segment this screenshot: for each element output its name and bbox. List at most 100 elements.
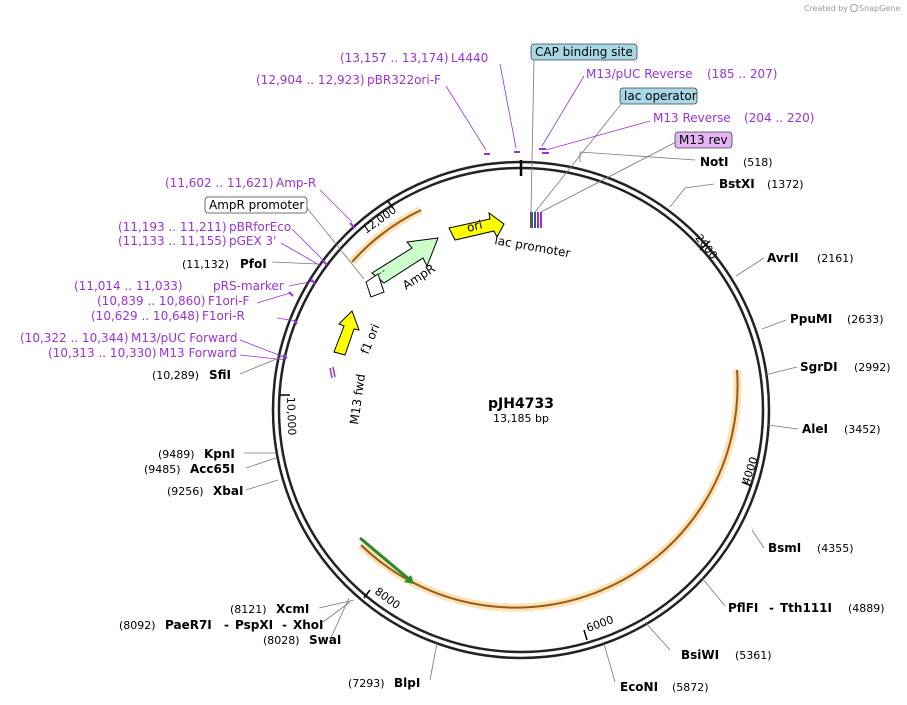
feature-label-m13fwd: M13 fwd [347,373,368,425]
boxed-label-lac-operator-text: lac operator [624,89,697,103]
primer-m13-forward-name: M13 Forward [159,346,237,360]
m13-rev-bar [537,212,539,228]
enzyme-pfoi-name: PfoI [240,257,267,271]
primer-pbr322ori-f-name: pBR322ori-F [367,73,441,87]
enzyme-bstxi-name: BstXI [719,177,755,191]
primer-l4440-name: L4440 [451,51,488,65]
feature-label-f1ori: f1 ori [358,322,383,356]
enzyme-leaders-right [579,151,799,683]
boxed-label-lac-operator: lac operator [534,87,698,213]
enzyme-leaders-left [239,261,438,681]
primer-m13-reverse: M13 Reverse (204 .. 220) [542,111,814,154]
enzyme-bsiwi-name: BsiWI [681,648,719,662]
enzyme-ppumi-name: PpuMI [790,312,832,326]
enzyme-tth111i-pos: (4889) [848,602,885,615]
primer-amp-r-range: (11,602 .. 11,621) [165,176,274,190]
enzyme-avrii-pos: (2161) [817,252,854,265]
primer-pbrforeco: (11,193 .. 11,211) pBRforEco [118,220,326,263]
feature-arc-green [359,536,411,582]
primer-m13-forward-range: (10,313 .. 10,330) [48,346,157,360]
plasmid-length: 13,185 bp [493,412,549,425]
enzyme-paer7i-pos: (8092) [119,619,156,632]
primer-m13puc-forward: (10,322 .. 10,344) M13/pUC Forward [20,331,285,358]
enzyme-kpni-name: KpnI [204,447,235,461]
primer-m13-reverse-range: (204 .. 220) [744,111,814,125]
primer-m13puc-forward-name: M13/pUC Forward [131,331,238,345]
enzyme-noti-pos: (518) [743,156,773,169]
tick-label-8000: 8000 [372,585,402,612]
enzyme-pspxi-name: PspXI [235,618,273,632]
primer-m13-reverse-name: M13 Reverse [653,111,731,125]
enzyme-blpi-pos: (7293) [348,677,385,690]
snapgene-logo-icon [850,4,858,12]
boxed-label-m13-rev: M13 rev [540,131,733,213]
primer-amp-r-name: Amp-R [276,176,316,190]
enzyme-alei-pos: (3452) [844,423,881,436]
primer-pgex3-name: pGEX 3' [229,234,276,248]
feature-label-ori: ori [465,218,484,235]
enzyme-bstxi-pos: (1372) [767,178,804,191]
feature-ori-arrow [448,211,505,241]
primer-prs-marker-name: pRS-marker [213,279,284,293]
enzyme-pfoi-pos: (11,132) [182,258,229,271]
boxed-label-m13-rev-text: M13 rev [679,133,728,147]
feature-arc-green-head [404,575,414,584]
primer-pbrforeco-range: (11,193 .. 11,211) [118,220,227,234]
enzyme-alei-name: AleI [802,422,828,436]
enzyme-xcmi-name: XcmI [276,602,309,616]
m13-rev-bar-2 [540,212,542,228]
enzyme-paer7i-name: PaeR7I [165,618,212,632]
primer-f1ori-r-range: (10,629 .. 10,648) [91,309,200,323]
credit-prefix: Created by [804,4,848,13]
tick-label-10000: 10,000 [284,397,298,436]
enzyme-blpi-name: BlpI [394,676,420,690]
enzyme-bsmi-name: BsmI [768,541,801,555]
enzyme-sgrdi-pos: (2992) [854,361,891,374]
enzyme-dash-2: - [224,618,229,632]
primer-f1ori-r-name: F1ori-R [202,309,245,323]
enzyme-dash-3: - [282,618,287,632]
feature-f1ori-arrow [333,310,360,356]
enzyme-xcmi-pos: (8121) [230,603,267,616]
primer-pgex3: (11,133 .. 11,155) pGEX 3' [118,234,322,267]
primer-l4440: (13,157 .. 13,174) L4440 [340,51,520,153]
primer-m13-forward: (10,313 .. 10,330) M13 Forward [48,346,287,361]
enzyme-ppumi-pos: (2633) [847,313,884,326]
primer-f1ori-f-name: F1ori-F [208,294,249,308]
lac-promoter-bar [530,212,533,228]
primer-pbr322ori-f-range: (12,904 .. 12,923) [256,73,365,87]
enzyme-noti-name: NotI [700,155,729,169]
feature-ampr-promoter-arrow [365,273,385,298]
enzyme-tth111i-name: Tth111I [780,601,832,615]
primer-m13puc-forward-range: (10,322 .. 10,344) [20,331,129,345]
feature-ampr-arrow [371,237,439,284]
enzyme-sgrdi-name: SgrDI [800,360,838,374]
primer-prs-marker-range: (11,014 .. 11,033) [74,279,183,293]
boxed-label-ampr-promoter-text: AmpR promoter [209,198,304,212]
enzyme-dash-1: - [769,601,774,615]
enzyme-sfii-pos: (10,289) [152,369,199,382]
enzyme-bsiwi-pos: (5361) [735,649,772,662]
primer-f1ori-f-range: (10,839 .. 10,860) [97,294,206,308]
primer-amp-r: (11,602 .. 11,621) Amp-R [165,176,353,223]
enzyme-swai-pos: (8028) [263,634,300,647]
enzyme-xhoi-name: XhoI [293,618,324,632]
enzyme-econi-name: EcoNI [620,680,658,694]
lac-operator-bar [534,212,536,228]
boxed-label-cap-binding-text: CAP binding site [535,45,633,59]
plasmid-name: pJH4733 [488,396,554,412]
primer-prs-marker: (11,014 .. 11,033) pRS-marker [74,279,315,293]
tick-label-6000: 6000 [585,613,616,635]
primer-pbrforeco-name: pBRforEco [229,220,291,234]
enzyme-acc65i-name: Acc65I [190,462,235,476]
enzyme-bsmi-pos: (4355) [817,542,854,555]
primer-pgex3-range: (11,133 .. 11,155) [118,234,227,248]
enzyme-pflfi-name: PflFI [728,601,758,615]
primer-m13puc-reverse-name: M13/pUC Reverse [586,67,693,81]
primer-l4440-range: (13,157 .. 13,174) [340,51,449,65]
enzyme-econi-pos: (5872) [672,681,709,694]
primer-pbr322ori-f: (12,904 .. 12,923) pBR322ori-F [256,73,490,155]
feature-arc-small [351,209,422,263]
enzyme-xbai-name: XbaI [213,484,243,498]
